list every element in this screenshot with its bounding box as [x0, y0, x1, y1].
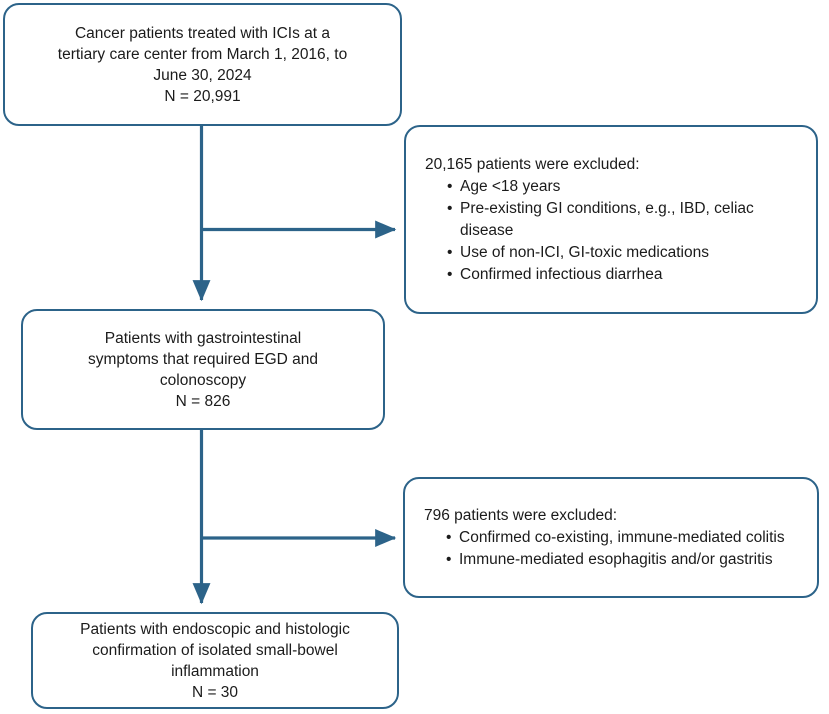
node-exclusion-1-heading: 20,165 patients were excluded:: [425, 155, 640, 173]
node-cohort-source-line-3: June 30, 2024: [153, 66, 252, 84]
node-exclusion-2-list: Confirmed co-existing, immune-mediated c…: [424, 527, 807, 571]
node-cohort-source-line-1: Cancer patients treated with ICIs at a: [74, 24, 331, 42]
node-cohort-gi-line-2: symptoms that required EGD and: [87, 350, 319, 368]
node-exclusion-2-heading: 796 patients were excluded:: [424, 506, 618, 524]
node-cohort-final-line-2: confirmation of isolated small-bowel: [92, 641, 338, 659]
node-exclusion-1: 20,165 patients were excluded: Age <18 y…: [404, 125, 818, 314]
list-item: Pre-existing GI conditions, e.g., IBD, c…: [447, 198, 806, 242]
node-cohort-final-line-3: inflammation: [171, 662, 259, 680]
node-cohort-gi-body: Patients with gastrointestinal symptoms …: [23, 328, 383, 412]
node-cohort-final-body: Patients with endoscopic and histologic …: [33, 619, 397, 703]
node-cohort-gi-count: N = 826: [175, 392, 231, 410]
node-cohort-source-count: N = 20,991: [164, 87, 241, 105]
node-cohort-final: Patients with endoscopic and histologic …: [31, 612, 399, 709]
list-item: Confirmed infectious diarrhea: [447, 264, 806, 286]
node-cohort-final-line-1: Patients with endoscopic and histologic: [80, 620, 350, 638]
node-exclusion-2-body: 796 patients were excluded: Confirmed co…: [405, 505, 817, 571]
list-item: Use of non-ICI, GI-toxic medications: [447, 242, 806, 264]
list-item: Confirmed co-existing, immune-mediated c…: [446, 527, 807, 549]
node-exclusion-1-body: 20,165 patients were excluded: Age <18 y…: [406, 154, 816, 286]
node-exclusion-2: 796 patients were excluded: Confirmed co…: [403, 477, 819, 598]
node-cohort-gi-line-1: Patients with gastrointestinal: [104, 329, 302, 347]
node-cohort-source-line-2: tertiary care center from March 1, 2016,…: [57, 45, 348, 63]
node-cohort-source: Cancer patients treated with ICIs at a t…: [3, 3, 402, 126]
list-item: Immune-mediated esophagitis and/or gastr…: [446, 549, 807, 571]
list-item: Age <18 years: [447, 176, 806, 198]
node-cohort-final-count: N = 30: [191, 683, 239, 701]
node-cohort-source-body: Cancer patients treated with ICIs at a t…: [5, 23, 400, 107]
node-cohort-gi: Patients with gastrointestinal symptoms …: [21, 309, 385, 430]
node-cohort-gi-line-3: colonoscopy: [159, 371, 247, 389]
node-exclusion-1-list: Age <18 years Pre-existing GI conditions…: [425, 176, 806, 286]
